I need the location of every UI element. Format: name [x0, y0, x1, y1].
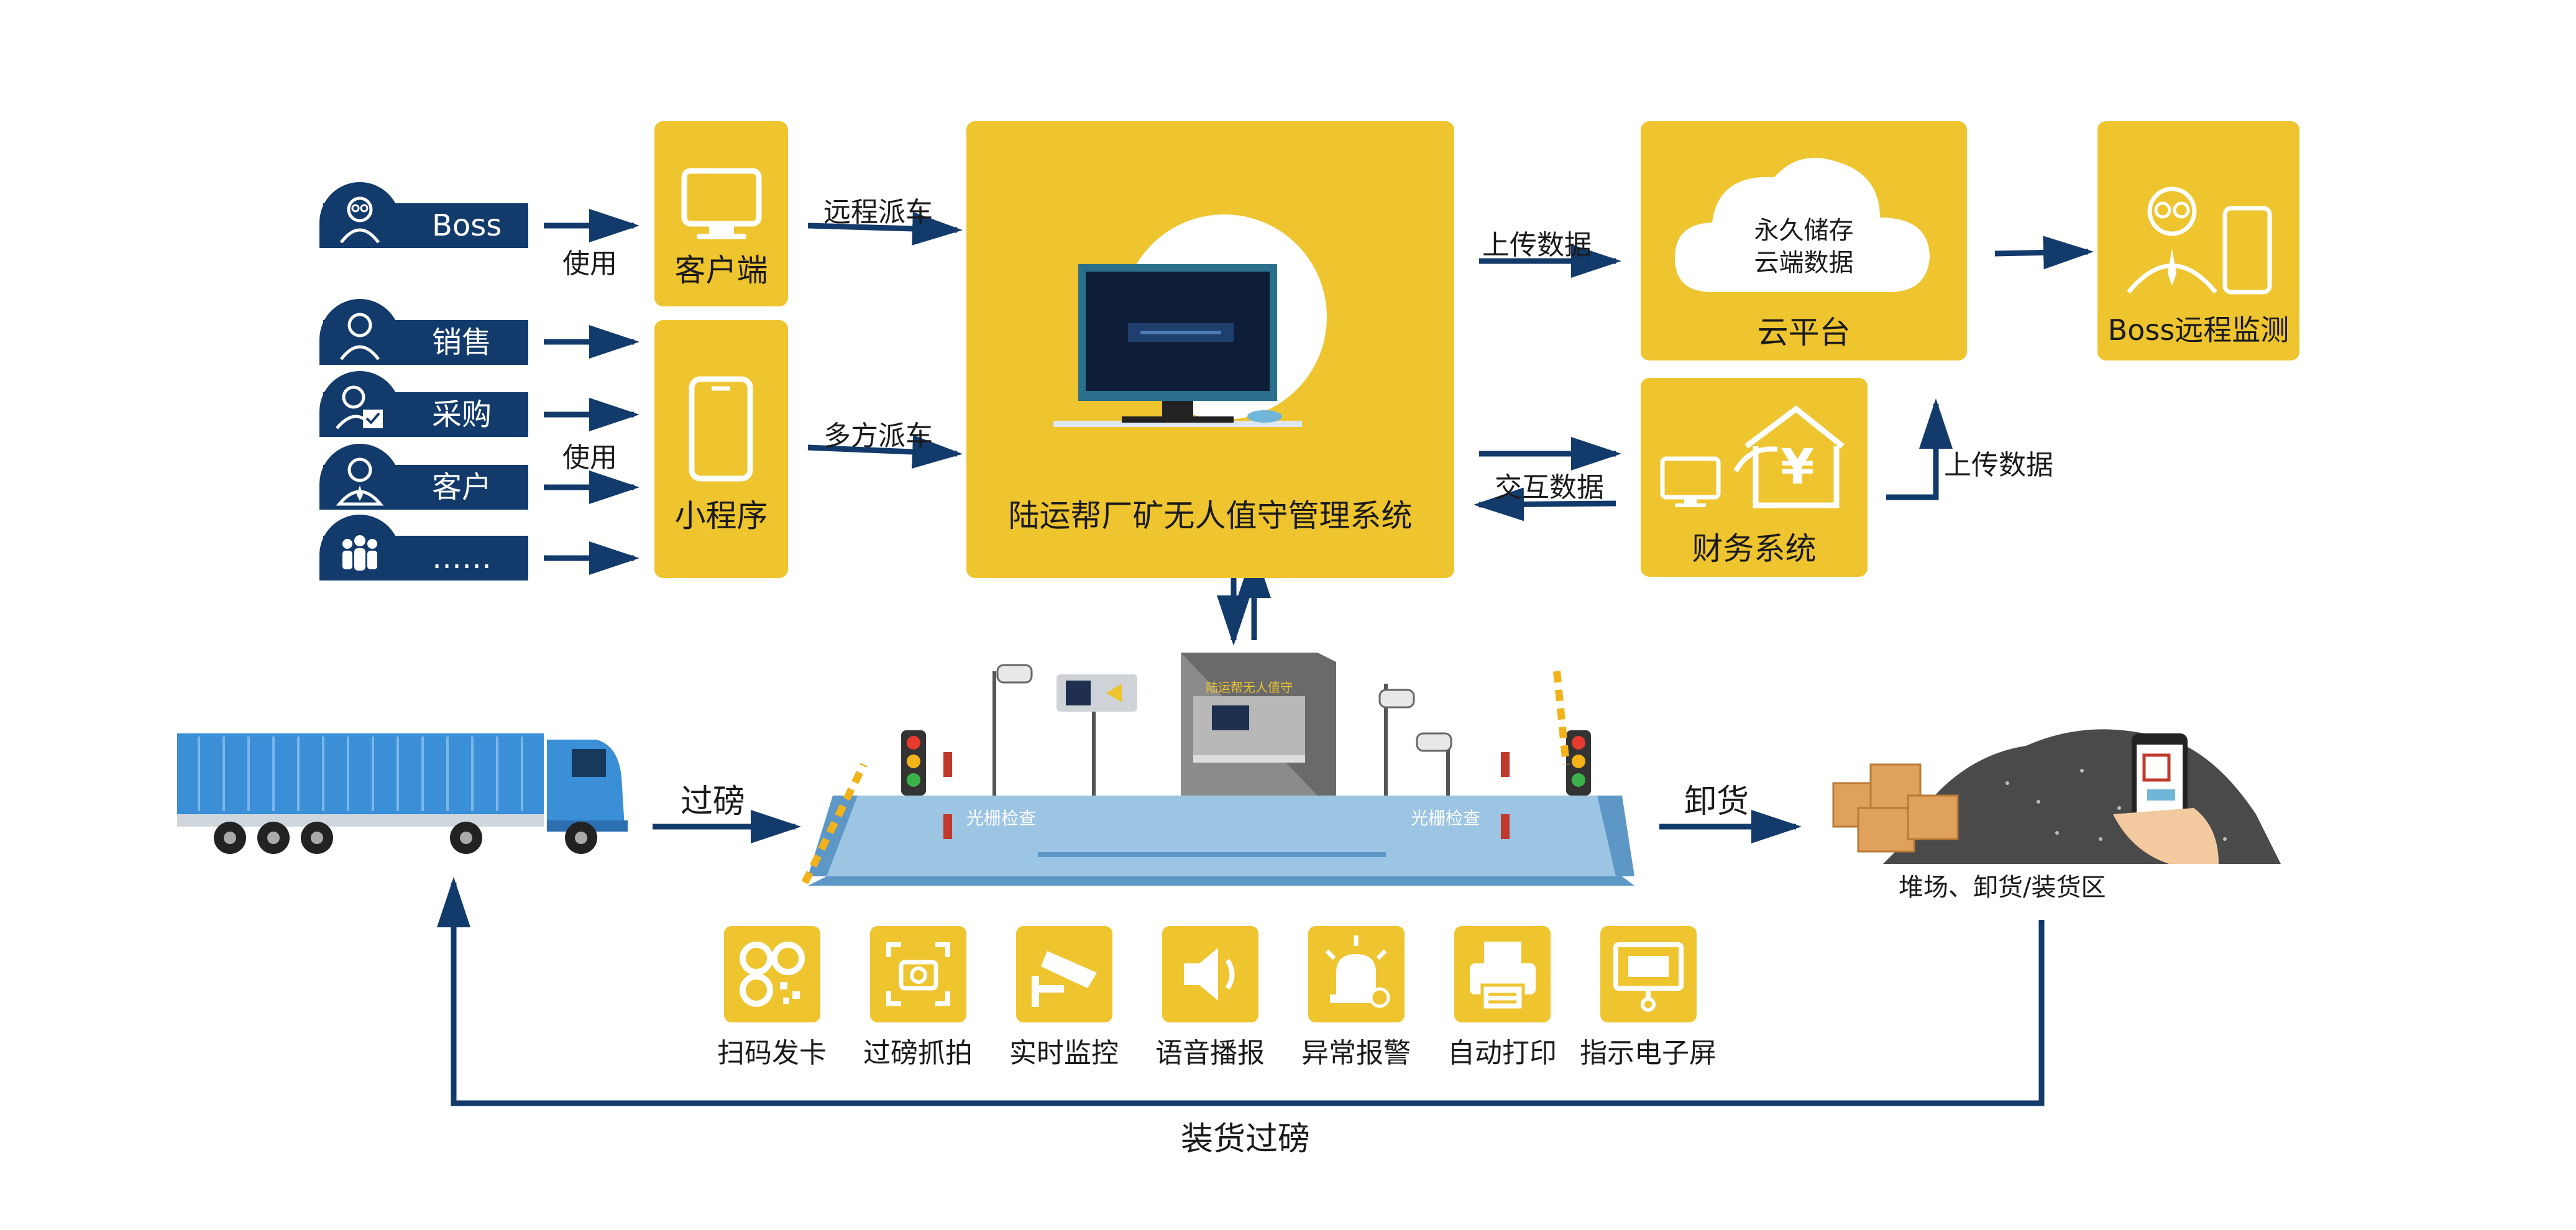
remote-dispatch-label: 远程派车 — [823, 196, 933, 228]
svg-text:¥: ¥ — [1781, 439, 1814, 495]
system-box: 陆运帮厂矿无人值守管理系统 — [966, 121, 1454, 578]
purchase-icon — [319, 371, 400, 437]
role-label: 销售 — [432, 325, 492, 360]
feature-label: 过磅抓拍 — [863, 1037, 973, 1069]
person-icon — [319, 299, 400, 365]
role-more: …… — [319, 515, 528, 581]
role-sales: 销售 — [319, 299, 528, 365]
feature-label: 自动打印 — [1447, 1037, 1557, 1069]
unload-label: 卸货 — [1684, 783, 1749, 820]
computer-icon — [1053, 264, 1302, 427]
customer-icon — [319, 444, 400, 510]
yard-label: 堆场、卸货/装货区 — [1899, 873, 2106, 902]
grating-label: 光栅检查 — [966, 808, 1037, 828]
feature-label: 实时监控 — [1009, 1037, 1119, 1069]
multi-dispatch-label: 多方派车 — [823, 420, 933, 452]
role-purchase: 采购 — [319, 371, 528, 437]
miniprogram-box: 小程序 — [654, 320, 788, 578]
truck-image — [177, 733, 628, 854]
upload-data-label: 上传数据 — [1944, 449, 2053, 481]
role-label: 采购 — [432, 397, 492, 432]
client-label: 客户端 — [674, 252, 768, 288]
client-box: 客户端 — [654, 121, 788, 306]
cloud-text: 永久储存 云端数据 — [1641, 214, 1967, 279]
alarm-icon — [1308, 926, 1405, 1022]
finance-icon: ¥ — [1660, 405, 1845, 508]
finance-label: 财务系统 — [1692, 531, 1817, 567]
role-label: 客户 — [432, 470, 492, 505]
yard-graphic — [1832, 729, 2281, 864]
boss-monitor-icon — [2127, 186, 2272, 295]
cloud-text-line: 云端数据 — [1754, 249, 1854, 277]
weighbridge-graphic — [801, 653, 1634, 886]
role-label: Boss — [432, 208, 502, 243]
system-title: 陆运帮厂矿无人值守管理系统 — [1008, 498, 1413, 534]
weigh-label: 过磅 — [681, 783, 746, 820]
grating-label: 光栅检查 — [1411, 808, 1481, 828]
miniprogram-label: 小程序 — [674, 498, 768, 534]
display-screen-icon — [1600, 926, 1697, 1022]
monitor-icon — [681, 168, 762, 239]
upload-data-label: 上传数据 — [1482, 229, 1592, 261]
feature-label: 语音播报 — [1155, 1037, 1265, 1069]
feature-label: 扫码发卡 — [717, 1037, 827, 1069]
phone-icon — [689, 376, 753, 482]
boss-icon — [319, 182, 400, 248]
finance-box: ¥ 财务系统 — [1641, 378, 1868, 577]
cloud-label: 云平台 — [1757, 314, 1851, 351]
speaker-icon — [1162, 926, 1258, 1022]
group-icon — [319, 515, 400, 581]
cctv-icon — [1016, 926, 1112, 1022]
cloud-icon — [1675, 157, 1930, 292]
feature-label: 异常报警 — [1301, 1037, 1411, 1069]
interact-data-label: 交互数据 — [1495, 472, 1604, 503]
camera-icon — [870, 926, 966, 1022]
role-label: …… — [432, 541, 492, 576]
boss-monitor-label: Boss远程监测 — [2107, 313, 2290, 347]
qr-card-icon — [724, 926, 820, 1022]
cloud-box: 永久储存 云端数据 云平台 — [1641, 121, 1967, 360]
use-label: 使用 — [562, 248, 617, 280]
role-boss: Boss — [319, 182, 528, 248]
booth-sign: 陆运帮无人值守 — [1206, 680, 1293, 695]
boss-monitor-box: Boss远程监测 — [2097, 121, 2299, 360]
role-customer: 客户 — [319, 444, 528, 510]
feature-label: 指示电子屏 — [1580, 1037, 1717, 1069]
printer-icon — [1454, 926, 1551, 1022]
weighbridge-scene: 陆运帮无人值守 光栅检查 光栅检查 — [795, 622, 1653, 889]
use-label: 使用 — [562, 442, 617, 474]
cloud-text-line: 永久储存 — [1754, 216, 1854, 245]
load-weigh-label: 装货过磅 — [1181, 1121, 1311, 1158]
